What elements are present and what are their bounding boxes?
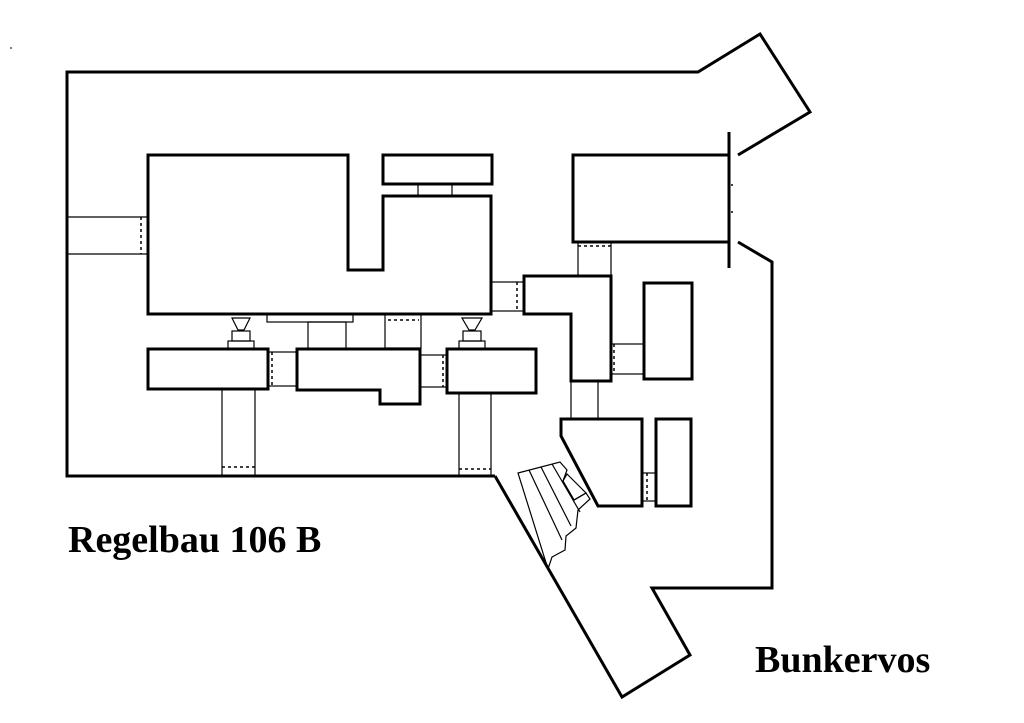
northeast-door <box>577 241 612 277</box>
stepped-embrasure <box>517 461 591 571</box>
lower-room-west <box>146 347 270 391</box>
east-side-door <box>610 343 645 375</box>
east-small-room <box>642 281 694 381</box>
outer-wall-east <box>493 240 774 700</box>
outer-wall-main <box>65 31 813 478</box>
vent-fitting-left <box>227 317 255 350</box>
small-room-top <box>381 153 494 186</box>
vent-fitting-right <box>458 317 486 350</box>
door-top-small <box>417 183 453 197</box>
combat-side-room <box>654 417 693 508</box>
lower-door-west <box>267 351 298 387</box>
lower-door-center <box>419 354 448 388</box>
east-passage <box>490 281 525 312</box>
main-hall <box>146 153 493 316</box>
credit-label: Bunkervos <box>755 639 931 681</box>
lower-passage-right <box>384 313 422 349</box>
plan-title: Regelbau 106 B <box>68 519 322 561</box>
lower-passage-block <box>307 321 347 351</box>
northeast-room <box>571 153 731 244</box>
combat-room <box>559 417 644 508</box>
lower-room-east <box>445 347 538 395</box>
combat-door <box>641 472 657 502</box>
lower-room-center <box>295 347 422 406</box>
